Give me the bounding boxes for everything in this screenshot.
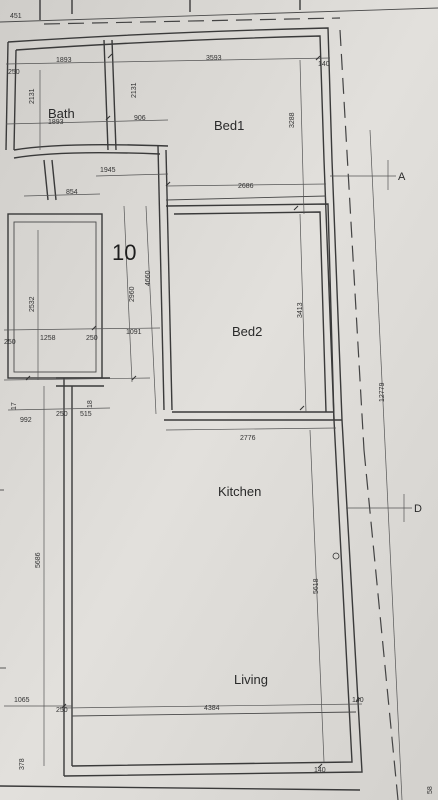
dim-4384: 4384 [204, 705, 220, 712]
dim-140-b: 140 [352, 697, 364, 704]
room-label-living: Living [234, 672, 268, 687]
dim-2776: 2776 [240, 435, 256, 442]
dim-3593: 3593 [206, 55, 222, 62]
room-label-bed1: Bed1 [214, 118, 244, 133]
dim-2960: 2960 [129, 286, 136, 302]
dim-854: 854 [66, 189, 78, 196]
room-label-bath: Bath [48, 106, 75, 121]
dim-250-a: 250 [4, 339, 16, 346]
dim-1893-mid: 1893 [48, 119, 64, 126]
outer-walls [5, 27, 363, 777]
dim-5618: 5618 [313, 578, 320, 594]
dimension-ticks [25, 53, 361, 769]
dim-992: 992 [20, 417, 32, 424]
dim-378: 378 [19, 758, 26, 770]
column-marker [332, 552, 340, 560]
dim-12779: 12779 [379, 382, 386, 402]
axis-label-d: D [414, 503, 422, 515]
dim-451: 451 [10, 13, 22, 20]
grid-axis-lines [330, 129, 412, 800]
room-label-kitchen: Kitchen [218, 484, 261, 499]
dim-3413: 3413 [297, 302, 304, 318]
dim-3288: 3288 [289, 112, 296, 128]
dim-18: 18 [87, 400, 94, 408]
dim-58: 58 [427, 786, 434, 794]
dim-2532: 2532 [29, 296, 36, 312]
dim-906: 906 [134, 115, 146, 122]
dim-4660: 4660 [145, 270, 152, 286]
markers [332, 552, 340, 560]
dim-250-d: 250 [56, 707, 68, 714]
dimension-lines [3, 57, 363, 766]
top-partial-structure [0, 0, 438, 23]
dim-2131-left: 2131 [29, 88, 36, 104]
dim-1065: 1065 [14, 697, 30, 704]
dim-250-e: 250 [8, 69, 20, 76]
dim-140-a: 140 [318, 61, 330, 68]
dimension-texts: 451 1893 3593 1893 906 1945 2686 854 125… [4, 13, 434, 794]
room-label-bed2: Bed2 [232, 324, 262, 339]
edge-fragments [0, 489, 361, 791]
dim-1893-top: 1893 [56, 57, 72, 64]
unit-number: 10 [112, 240, 136, 265]
dim-250-c: 250 [56, 411, 68, 418]
dim-1258: 1258 [40, 335, 56, 342]
dim-1091: 1091 [126, 329, 142, 336]
dim-515: 515 [80, 411, 92, 418]
dim-2686: 2686 [238, 183, 254, 190]
dim-17: 17 [11, 402, 18, 410]
dim-250-b: 250 [86, 335, 98, 342]
dim-2131-right: 2131 [131, 82, 138, 98]
dim-1945: 1945 [100, 167, 116, 174]
dim-5686: 5686 [35, 552, 42, 568]
axis-label-a: A [398, 171, 406, 183]
interior-walls [7, 39, 357, 776]
dim-140-c: 140 [314, 767, 326, 774]
